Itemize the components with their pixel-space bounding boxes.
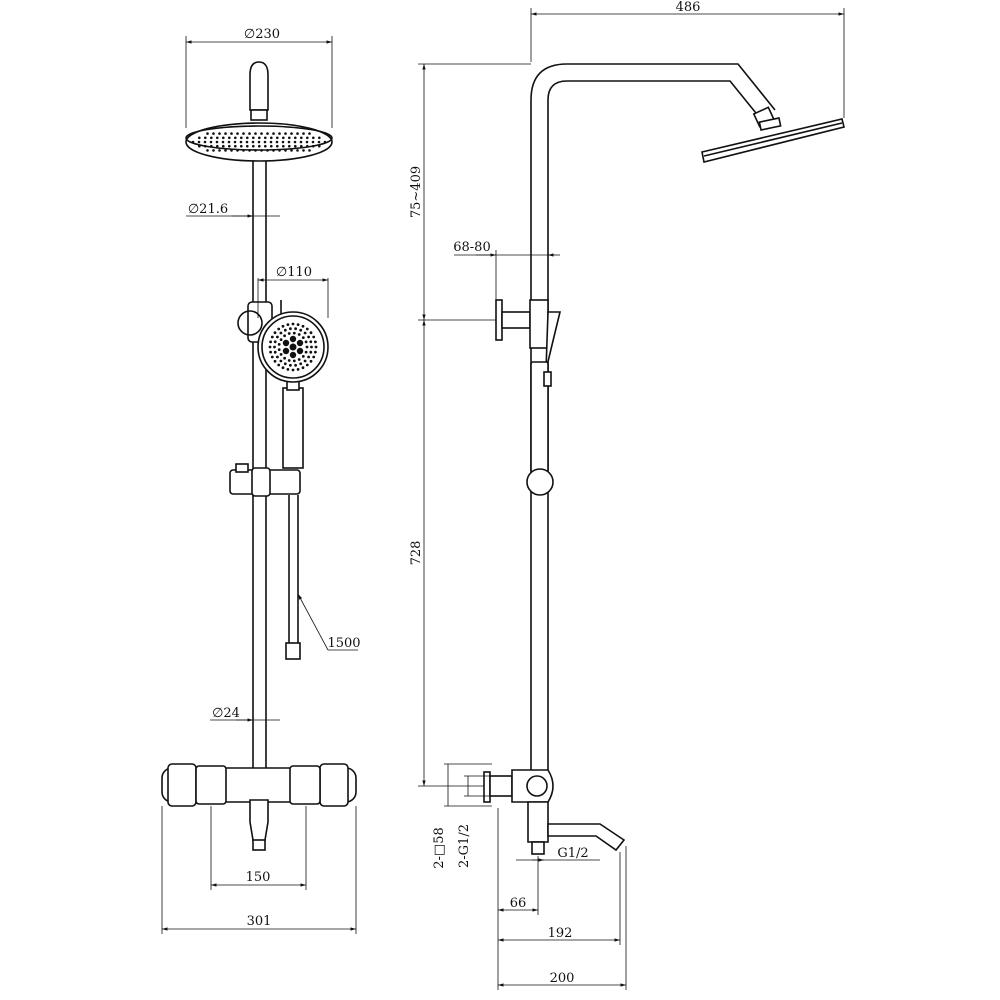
label-spout-offset: 66 xyxy=(510,896,527,911)
label-valve-width: 301 xyxy=(247,914,272,929)
thermostatic-mixer xyxy=(161,763,357,851)
dim-inlets: 2-□58 2-G1/2 xyxy=(432,763,492,869)
riser-pipe xyxy=(249,61,269,771)
label-rail-length: 728 xyxy=(409,541,424,566)
hand-shower-flower-icon xyxy=(282,335,304,359)
label-overall-depth: 200 xyxy=(550,971,575,986)
hand-shower xyxy=(237,300,329,469)
label-arm-reach: 486 xyxy=(676,0,701,15)
label-escutcheon: 2-□58 xyxy=(432,827,447,869)
label-spout-reach: 192 xyxy=(548,926,573,941)
label-inlet-thread: 2-G1/2 xyxy=(457,824,472,868)
dim-inlet-spacing: 150 xyxy=(210,806,307,890)
label-inlet-spacing: 150 xyxy=(246,870,271,885)
dim-rail-diameter: ∅21.6 xyxy=(186,202,280,218)
bath-spout xyxy=(547,823,626,852)
dim-bottom-chain: 66 192 200 xyxy=(497,808,627,990)
hand-shower-side xyxy=(526,311,562,496)
dim-bar-diameter: ∅24 xyxy=(210,706,280,722)
slider-holder xyxy=(229,463,301,497)
wall-bracket xyxy=(495,299,549,349)
dim-spout-thread: G1/2 xyxy=(516,846,600,862)
label-rail-diameter: ∅21.6 xyxy=(188,202,228,217)
riser-and-arm xyxy=(530,63,782,770)
label-wall-offset: 68-80 xyxy=(453,240,490,255)
shower-hose xyxy=(285,495,301,660)
dim-wall-offset: 68-80 xyxy=(453,240,560,300)
rain-shower-head-side xyxy=(701,118,845,163)
mixer-side xyxy=(483,769,554,855)
dim-head-diameter: ∅230 xyxy=(185,27,333,128)
label-spout-thread: G1/2 xyxy=(557,846,588,861)
dim-arm-reach: 486 xyxy=(530,0,845,118)
dim-vertical-chain: 75~409 728 xyxy=(409,63,531,787)
rain-shower-head xyxy=(185,122,333,162)
label-head-diameter: ∅230 xyxy=(244,27,280,42)
leader-hose-length: 1500 xyxy=(297,593,361,651)
label-hose-length: 1500 xyxy=(327,636,360,651)
dim-hand-shower-diameter: ∅110 xyxy=(257,265,329,318)
label-head-height-adjust: 75~409 xyxy=(409,166,424,218)
front-view: ∅230 ∅21.6 ∅110 1500 ∅24 xyxy=(161,27,361,934)
side-view: 486 75~409 728 68-80 2- xyxy=(409,0,845,990)
label-hand-shower-diameter: ∅110 xyxy=(276,265,312,280)
dim-valve-width: 301 xyxy=(161,806,357,934)
label-bar-diameter: ∅24 xyxy=(212,706,240,721)
